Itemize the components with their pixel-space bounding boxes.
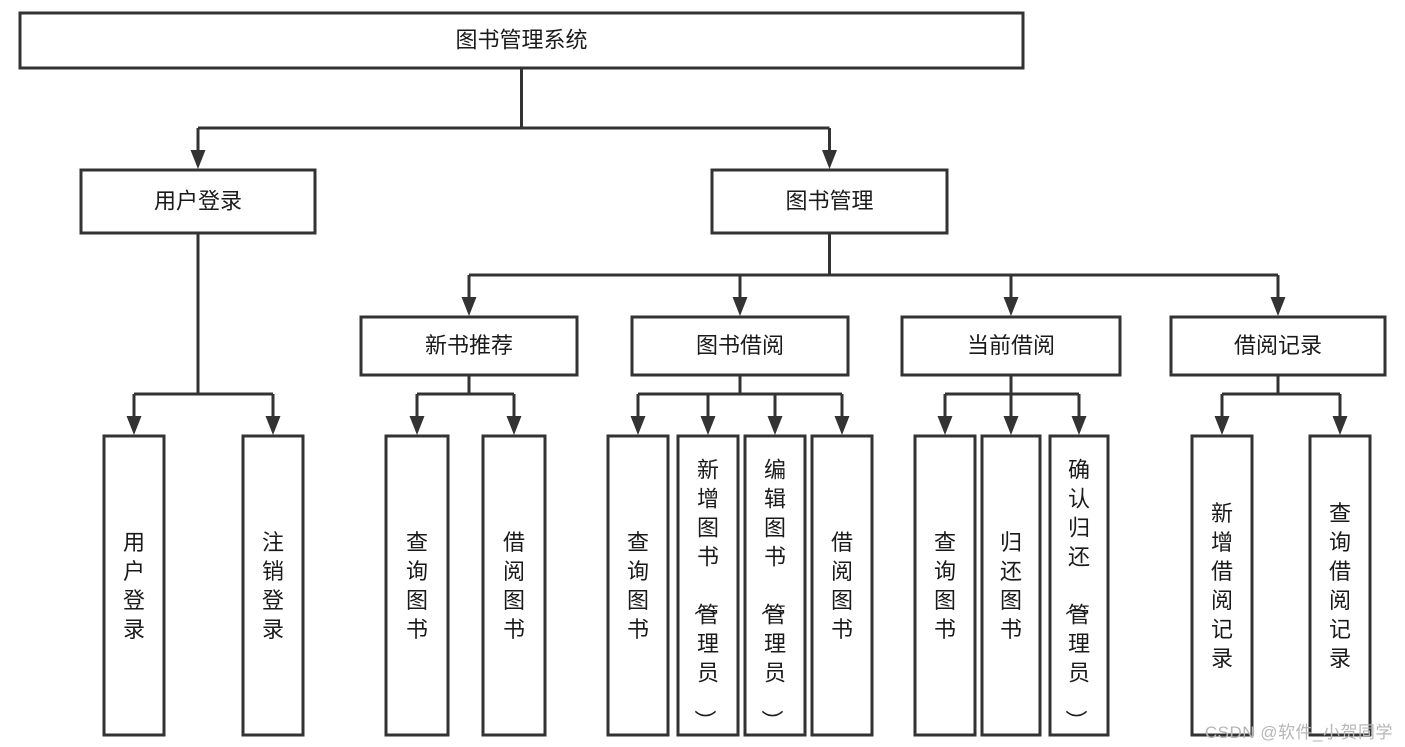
node-box[interactable]: [606, 434, 670, 737]
connector-group-user-login: [126, 233, 281, 435]
arrow-head-icon: [409, 416, 425, 435]
node-label: 新增借阅记录: [1211, 501, 1233, 671]
node-root[interactable]: 图书管理系统: [18, 11, 1025, 70]
node-new-book-recommend[interactable]: 新书推荐: [359, 315, 579, 377]
node-label: 图书管理系统: [455, 27, 587, 52]
arrow-head-icon: [630, 416, 646, 435]
arrow-head-icon: [126, 416, 142, 435]
node-borrow-record[interactable]: 借阅记录: [1169, 315, 1387, 377]
node-label: 借阅记录: [1234, 333, 1322, 358]
node-leaf-add-book[interactable]: 新增图书（管理员）: [676, 434, 740, 737]
connector-group-borrow-record: [1214, 375, 1348, 435]
connector-group-book-borrow: [630, 375, 850, 435]
node-label: 查询图书: [406, 530, 428, 642]
arrow-head-icon: [834, 416, 850, 435]
node-user-login[interactable]: 用户登录: [79, 168, 317, 235]
node-box[interactable]: [980, 434, 1042, 737]
node-label: 当前借阅: [967, 333, 1055, 358]
connector-group-book-manage: [461, 233, 1286, 316]
arrow-head-icon: [190, 150, 206, 169]
node-leaf-borrow-book-2[interactable]: 借阅图书: [810, 434, 874, 737]
node-label: 编辑图书（管理员）: [759, 458, 786, 732]
node-label: 新书推荐: [425, 333, 513, 358]
node-label: 查询图书: [934, 530, 956, 642]
arrow-head-icon: [1270, 297, 1286, 316]
node-box[interactable]: [743, 434, 807, 737]
node-label: 确认归还（管理员）: [1063, 458, 1090, 732]
node-leaf-query-book-2[interactable]: 查询图书: [606, 434, 670, 737]
node-box[interactable]: [102, 434, 166, 737]
node-box[interactable]: [1190, 434, 1254, 737]
node-leaf-query-borrow-record[interactable]: 查询借阅记录: [1308, 434, 1372, 737]
arrow-head-icon: [700, 416, 716, 435]
node-box[interactable]: [1048, 434, 1110, 737]
connector-group-new-book-recommend: [409, 375, 522, 435]
arrow-head-icon: [1003, 416, 1019, 435]
node-box[interactable]: [241, 434, 305, 737]
node-box[interactable]: [810, 434, 874, 737]
node-label: 新增图书（管理员）: [692, 458, 719, 732]
nodes-layer: 图书管理系统用户登录图书管理新书推荐图书借阅当前借阅借阅记录用户登录注销登录查询…: [18, 11, 1387, 737]
arrow-head-icon: [1332, 416, 1348, 435]
node-leaf-logout-login[interactable]: 注销登录: [241, 434, 305, 737]
arrow-head-icon: [767, 416, 783, 435]
node-leaf-query-book-1[interactable]: 查询图书: [384, 434, 450, 737]
node-label: 借阅图书: [503, 530, 525, 642]
node-box[interactable]: [79, 168, 317, 235]
node-leaf-return-book[interactable]: 归还图书: [980, 434, 1042, 737]
node-box[interactable]: [676, 434, 740, 737]
connector-group-current-borrow: [937, 375, 1087, 435]
node-box[interactable]: [900, 315, 1122, 377]
node-box[interactable]: [481, 434, 547, 737]
node-leaf-query-book-3[interactable]: 查询图书: [913, 434, 977, 737]
watermark-text: CSDN @软件_小贺同学: [1204, 723, 1393, 742]
node-label: 查询图书: [627, 530, 649, 642]
node-label: 图书管理: [785, 188, 873, 213]
node-box[interactable]: [359, 315, 579, 377]
arrow-head-icon: [506, 416, 522, 435]
node-book-manage[interactable]: 图书管理: [710, 168, 949, 235]
node-current-borrow[interactable]: 当前借阅: [900, 315, 1122, 377]
arrow-head-icon: [1071, 416, 1087, 435]
node-leaf-add-borrow-record[interactable]: 新增借阅记录: [1190, 434, 1254, 737]
arrow-head-icon: [732, 297, 748, 316]
node-label: 注销登录: [262, 530, 284, 642]
node-leaf-edit-book[interactable]: 编辑图书（管理员）: [743, 434, 807, 737]
node-leaf-user-login[interactable]: 用户登录: [102, 434, 166, 737]
node-label: 用户登录: [123, 530, 145, 642]
arrow-head-icon: [265, 416, 281, 435]
node-leaf-confirm-return[interactable]: 确认归还（管理员）: [1048, 434, 1110, 737]
node-box[interactable]: [1169, 315, 1387, 377]
arrow-head-icon: [461, 297, 477, 316]
node-box[interactable]: [384, 434, 450, 737]
arrow-head-icon: [822, 150, 837, 169]
node-box[interactable]: [18, 11, 1025, 70]
node-label: 借阅图书: [831, 530, 853, 642]
node-label: 查询借阅记录: [1329, 501, 1351, 671]
arrow-head-icon: [1003, 297, 1019, 316]
node-box[interactable]: [1308, 434, 1372, 737]
node-box[interactable]: [630, 315, 850, 377]
arrow-head-icon: [1214, 416, 1230, 435]
node-box[interactable]: [913, 434, 977, 737]
node-label: 归还图书: [1000, 530, 1022, 642]
arrow-head-icon: [937, 416, 953, 435]
connector-group-root: [190, 68, 837, 169]
node-label: 用户登录: [154, 188, 242, 213]
node-box[interactable]: [710, 168, 949, 235]
node-label: 图书借阅: [696, 333, 784, 358]
node-leaf-borrow-book-1[interactable]: 借阅图书: [481, 434, 547, 737]
node-book-borrow[interactable]: 图书借阅: [630, 315, 850, 377]
connectors-layer: [126, 68, 1348, 435]
